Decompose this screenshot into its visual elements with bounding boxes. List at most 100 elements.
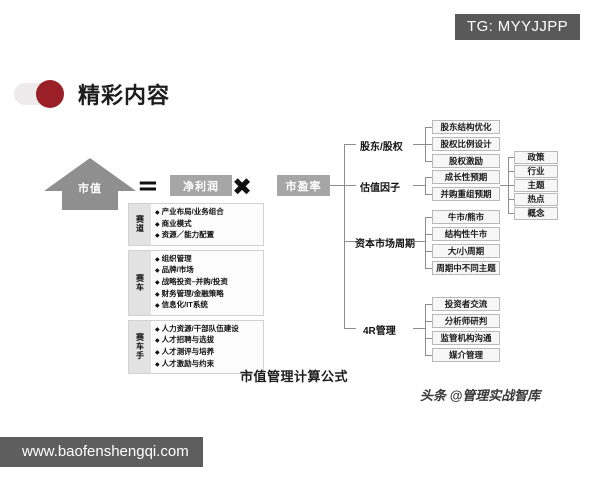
diamond-bullet-icon: ◆ [155,233,160,240]
matrix-item: ◆人才激励与约束 [155,359,261,371]
connector-b3-stem [413,241,425,242]
market-value-arrow-icon [44,158,136,210]
matrix-row: 赛道◆产业布局/业务组合◆商业模式◆资源／能力配置 [128,203,264,246]
matrix-item: ◆信息化/IT系统 [155,300,261,312]
connector-b4-stem [413,328,425,329]
connector-b2-sub-stem [500,185,508,186]
connector-b4-c2 [425,321,432,322]
connector-b3-c2 [425,234,432,235]
matrix-row: 赛车手◆人力资源/干部队伍建设◆人才招聘与选拔◆人才测评与培养◆人才激励与约束 [128,319,264,375]
matrix-item-label: 财务管理/金融策略 [161,288,224,298]
node-ma-expectation: 并购重组预期 [432,187,500,201]
node-equity-incentive: 股权激励 [432,154,500,168]
matrix-item: ◆产业布局/业务组合 [155,207,261,219]
connector-b2-c2 [425,194,432,195]
connector-b1-c1 [425,127,432,128]
connector-b4-c1 [425,304,432,305]
tg-tag: TG: MYYJJPP [455,14,581,40]
net-profit-box: 净利润 [170,175,232,196]
branch-label-valuation: 估值因子 [360,183,400,194]
branch-label-4r: 4R管理 [363,326,396,337]
pe-ratio-box: 市盈率 [277,175,330,196]
matrix-row-items: ◆组织管理◆品牌/市场◆战略投资–并购/投资◆财务管理/金融策略◆信息化/IT系… [151,251,263,315]
matrix-item-label: 资源／能力配置 [161,230,215,240]
diamond-bullet-icon: ◆ [155,338,160,345]
matrix-item-label: 组织管理 [161,253,192,263]
matrix-item: ◆资源／能力配置 [155,230,261,242]
connector-branch-4 [344,328,356,329]
matrix-item: ◆品牌/市场 [155,265,261,277]
page-title: 精彩内容 [78,83,171,108]
matrix-row-key: 赛车手 [129,320,151,374]
connector-b2-sub-c2 [508,171,514,172]
diamond-bullet-icon: ◆ [155,291,160,298]
connector-branch-3 [344,241,356,242]
connector-b2-sub-c3 [508,185,514,186]
matrix-row-key: 赛车 [129,250,151,315]
diamond-bullet-icon: ◆ [155,221,160,228]
connector-b2-stem [413,185,425,186]
node-media-management: 媒介管理 [432,348,500,362]
equals-sign: = [137,171,159,201]
matrix-item-label: 人力资源/干部队伍建设 [161,323,239,333]
connector-b1-c3 [425,161,432,162]
connector-b3-c3 [425,251,432,252]
diamond-bullet-icon: ◆ [155,256,160,263]
node-policy: 政策 [514,151,558,164]
matrix-item: ◆商业模式 [155,219,261,231]
connector-b3-c4 [425,268,432,269]
connector-b2-c1 [425,177,432,178]
header-row: 精彩内容 [14,78,170,110]
connector-b2-spine [425,177,426,194]
connector-b1-c2 [425,144,432,145]
url-bar: www.baofenshengqi.com [0,437,203,467]
matrix-row-key: 赛道 [129,204,151,245]
multiply-sign: ✖ [232,173,253,201]
connector-b2-sub-c4 [508,199,514,200]
node-regulator-communication: 监管机构沟通 [432,331,500,345]
matrix-item-label: 产业布局/业务组合 [161,207,224,216]
connector-b3-spine [425,217,426,268]
diamond-bullet-icon: ◆ [155,268,160,275]
content-toggle[interactable] [14,80,64,108]
matrix-item-label: 人才招聘与选拔 [161,335,215,345]
formula-caption: 市值管理计算公式 [240,369,349,384]
node-shareholder-structure: 股东结构优化 [432,120,500,134]
diamond-bullet-icon: ◆ [155,349,160,356]
connector-branch-2 [344,185,356,186]
node-cycle-themes: 周期中不同主题 [432,261,500,275]
matrix-item-label: 商业模式 [161,218,192,228]
connector-b2-sub-c1 [508,157,514,158]
matrix-item-label: 人才测评与培养 [161,346,215,356]
connector-b4-c4 [425,355,432,356]
toggle-knob-icon [36,80,64,108]
watermark: 头条 @管理实战智库 [420,388,541,403]
connector-b3-c1 [425,217,432,218]
matrix-row-items: ◆产业布局/业务组合◆商业模式◆资源／能力配置 [151,204,263,245]
node-structural-bull: 结构性牛市 [432,227,500,241]
node-cycle-size: 大/小周期 [432,244,500,258]
matrix-item-label: 人才激励与约束 [161,358,215,368]
matrix-item: ◆人才招聘与选拔 [155,335,261,347]
matrix-item: ◆人才测评与培养 [155,347,261,359]
branch-label-shareholder: 股东/股权 [360,142,403,153]
node-hotspot: 热点 [514,193,558,206]
matrix-item: ◆财务管理/金融策略 [155,289,261,301]
connector-b4-c3 [425,338,432,339]
node-concept: 概念 [514,207,558,220]
node-theme: 主题 [514,179,558,192]
matrix-item-label: 信息化/IT系统 [161,300,208,310]
matrix-item: ◆战略投资–并购/投资 [155,277,261,289]
connector-branch-1 [344,144,356,145]
tree-trunk [344,144,345,328]
matrix-item-label: 品牌/市场 [161,265,194,275]
diamond-bullet-icon: ◆ [155,361,160,368]
matrix-item-label: 战略投资–并购/投资 [161,276,228,286]
node-investor-communication: 投资者交流 [432,297,500,311]
matrix-row-items: ◆人力资源/干部队伍建设◆人才招聘与选拔◆人才测评与培养◆人才激励与约束 [151,321,263,373]
capability-matrix: 赛道◆产业布局/业务组合◆商业模式◆资源／能力配置赛车◆组织管理◆品牌/市场◆战… [128,203,264,378]
connector-pe-to-trunk [330,185,344,186]
diamond-bullet-icon: ◆ [155,303,160,310]
branch-label-market-cycle: 资本市场周期 [355,239,415,250]
